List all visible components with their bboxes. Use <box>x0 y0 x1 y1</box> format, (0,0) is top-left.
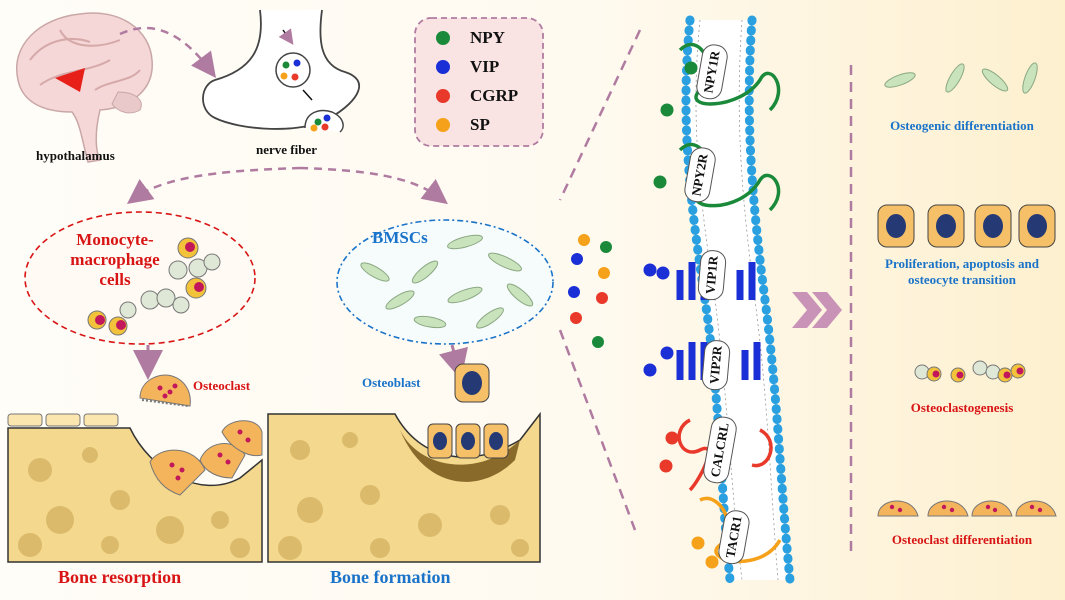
proliferation-label: Proliferation, apoptosis and osteocyte t… <box>862 256 1062 288</box>
osteogenic-label: Osteogenic differentiation <box>890 118 1034 133</box>
legend-box <box>414 17 544 147</box>
hypothalamus-highlight <box>55 68 85 92</box>
nerve-fiber-label: nerve fiber <box>256 142 318 157</box>
bmscs-label: BMSCs <box>372 228 428 247</box>
chevron-arrows-icon <box>792 292 842 328</box>
osteoclast-icon <box>139 374 191 407</box>
monocyte-label-line1: Monocyte- <box>76 230 154 249</box>
bmscs-cells <box>360 234 534 329</box>
arrow-to-bmscs <box>299 166 448 205</box>
legend-label-vip: VIP <box>470 57 500 76</box>
bone-formation-panel <box>267 411 541 563</box>
receptor-label-vip2r: VIP2R <box>700 338 732 392</box>
legend-dot-npy <box>436 31 450 45</box>
osteoclastogenesis-label: Osteoclastogenesis <box>910 400 1014 415</box>
osteoblast-cells-icon <box>877 204 1056 248</box>
legend-label-cgrp: CGRP <box>470 86 519 105</box>
osteoblast-icon <box>454 363 490 403</box>
proliferation-label-line2: osteocyte transition <box>908 272 1016 287</box>
arrow-brain-to-nerve <box>119 26 217 78</box>
nerve-terminal <box>202 9 361 133</box>
bone-formation-label: Bone formation <box>330 567 451 587</box>
legend-label-npy: NPY <box>470 28 505 47</box>
osteoclast-cells-icon <box>877 500 1057 517</box>
hypothalamus-label: hypothalamus <box>36 148 115 163</box>
legend-dot-cgrp <box>436 89 450 103</box>
arrow-to-monocyte <box>126 166 301 204</box>
monocyte-cells <box>87 237 221 336</box>
osteoclast-differentiation-label: Osteoclast differentiation <box>891 532 1033 547</box>
brain-illustration <box>15 12 153 163</box>
monocyte-label-line2: macrophage <box>70 250 160 269</box>
bone-resorption-label: Bone resorption <box>58 567 182 587</box>
monocyte-label-line3: cells <box>99 270 131 289</box>
osteoclast-label: Osteoclast <box>193 378 251 393</box>
legend-dot-sp <box>436 118 450 132</box>
monocyte-label: Monocyte- macrophage cells <box>65 230 165 290</box>
bone-resorption-panel <box>7 413 263 563</box>
proliferation-label-line1: Proliferation, apoptosis and <box>885 256 1039 271</box>
bound-ligands <box>643 61 719 569</box>
osteoblast-label: Osteoblast <box>362 375 421 390</box>
free-ligands <box>568 234 612 348</box>
osteogenic-cells-icon <box>884 62 1038 94</box>
receptor-label-vip1r: VIP1R <box>696 248 728 302</box>
osteoclastogenesis-cells-icon <box>914 360 1026 383</box>
vesicle <box>275 52 311 88</box>
legend-dot-vip <box>436 60 450 74</box>
legend-dots <box>436 31 450 132</box>
legend-label-sp: SP <box>470 115 490 134</box>
